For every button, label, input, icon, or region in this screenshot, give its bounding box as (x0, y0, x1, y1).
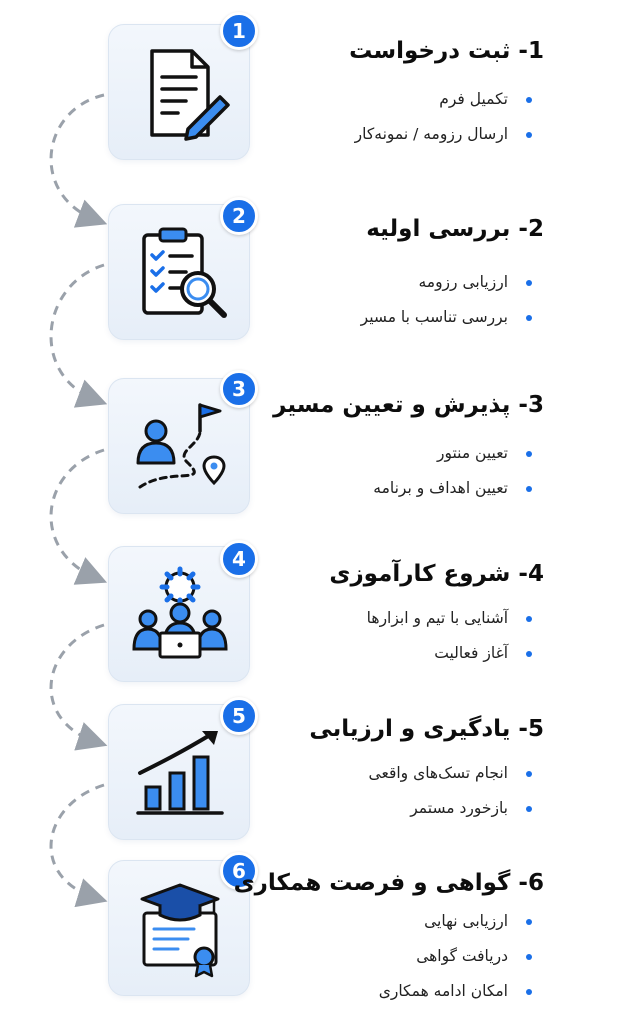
step-4-icon-card (108, 546, 250, 682)
step-number-badge: 5 (220, 697, 258, 735)
step-6-icon-card (108, 860, 250, 996)
bullet-dot (526, 486, 532, 492)
bullet-item: تعیین منتور (373, 436, 532, 471)
bullet-item: ارزیابی نهایی (379, 904, 532, 939)
bullet-item: آشنایی با تیم و ابزارها (367, 601, 532, 636)
step-3-icon-card (108, 378, 250, 514)
bullet-dot (526, 132, 532, 138)
step-title: 1- ثبت درخواست (349, 38, 544, 64)
connector-5-6 (49, 783, 108, 908)
step-title: 5- یادگیری و ارزیابی (309, 716, 544, 742)
bullet-dot (526, 919, 532, 925)
step-number-badge: 3 (220, 370, 258, 408)
bullet-dot (526, 651, 532, 657)
bullet-dot (526, 616, 532, 622)
step-title: 2- بررسی اولیه (366, 216, 544, 242)
bullet-item: بازخورد مستمر (369, 791, 532, 826)
bullet-dot (526, 451, 532, 457)
bullet-item: دریافت گواهی (379, 939, 532, 974)
connector-3-4 (49, 448, 108, 585)
connector-4-5 (49, 623, 108, 751)
person-path-flag-icon (136, 403, 226, 489)
growth-chart-icon (136, 731, 224, 815)
step-bullet-list: انجام تسک‌های واقعی بازخورد مستمر (369, 756, 532, 826)
bullet-dot (526, 954, 532, 960)
document-pencil-icon (150, 49, 230, 141)
bullet-dot (526, 771, 532, 777)
bullet-item: بررسی تناسب با مسیر (361, 300, 532, 335)
step-title: 3- پذیرش و تعیین مسیر (273, 392, 544, 418)
bullet-item: تکمیل فرم (355, 82, 532, 117)
bullet-item: انجام تسک‌های واقعی (369, 756, 532, 791)
bullet-item: آغاز فعالیت (367, 636, 532, 671)
connector-1-2 (49, 93, 108, 228)
step-number-badge: 6 (220, 852, 258, 890)
step-title: 4- شروع کارآموزی (329, 561, 544, 587)
step-number-badge: 1 (220, 12, 258, 50)
bullet-item: ارسال رزومه / نمونه‌کار (355, 117, 532, 152)
bullet-item: ارزیابی رزومه (361, 265, 532, 300)
bullet-item: امکان ادامه همکاری (379, 974, 532, 1009)
clipboard-magnifier-icon (142, 227, 227, 318)
step-5-icon-card (108, 704, 250, 840)
step-title: 6- گواهی و فرصت همکاری (233, 870, 544, 896)
bullet-dot (526, 989, 532, 995)
bullet-item: تعیین اهداف و برنامه (373, 471, 532, 506)
certificate-cap-icon (140, 883, 220, 978)
step-number-badge: 2 (220, 197, 258, 235)
step-bullet-list: ارزیابی رزومه بررسی تناسب با مسیر (361, 265, 532, 335)
step-bullet-list: تعیین منتور تعیین اهداف و برنامه (373, 436, 532, 506)
bullet-dot (526, 806, 532, 812)
step-bullet-list: ارزیابی نهایی دریافت گواهی امکان ادامه ه… (379, 904, 532, 1009)
connector-2-3 (49, 263, 108, 408)
bullet-dot (526, 97, 532, 103)
step-bullet-list: تکمیل فرم ارسال رزومه / نمونه‌کار (355, 82, 532, 152)
step-bullet-list: آشنایی با تیم و ابزارها آغاز فعالیت (367, 601, 532, 671)
step-1-icon-card (108, 24, 250, 160)
step-number-badge: 4 (220, 540, 258, 578)
bullet-dot (526, 280, 532, 286)
team-gear-laptop-icon (132, 566, 228, 659)
bullet-dot (526, 315, 532, 321)
